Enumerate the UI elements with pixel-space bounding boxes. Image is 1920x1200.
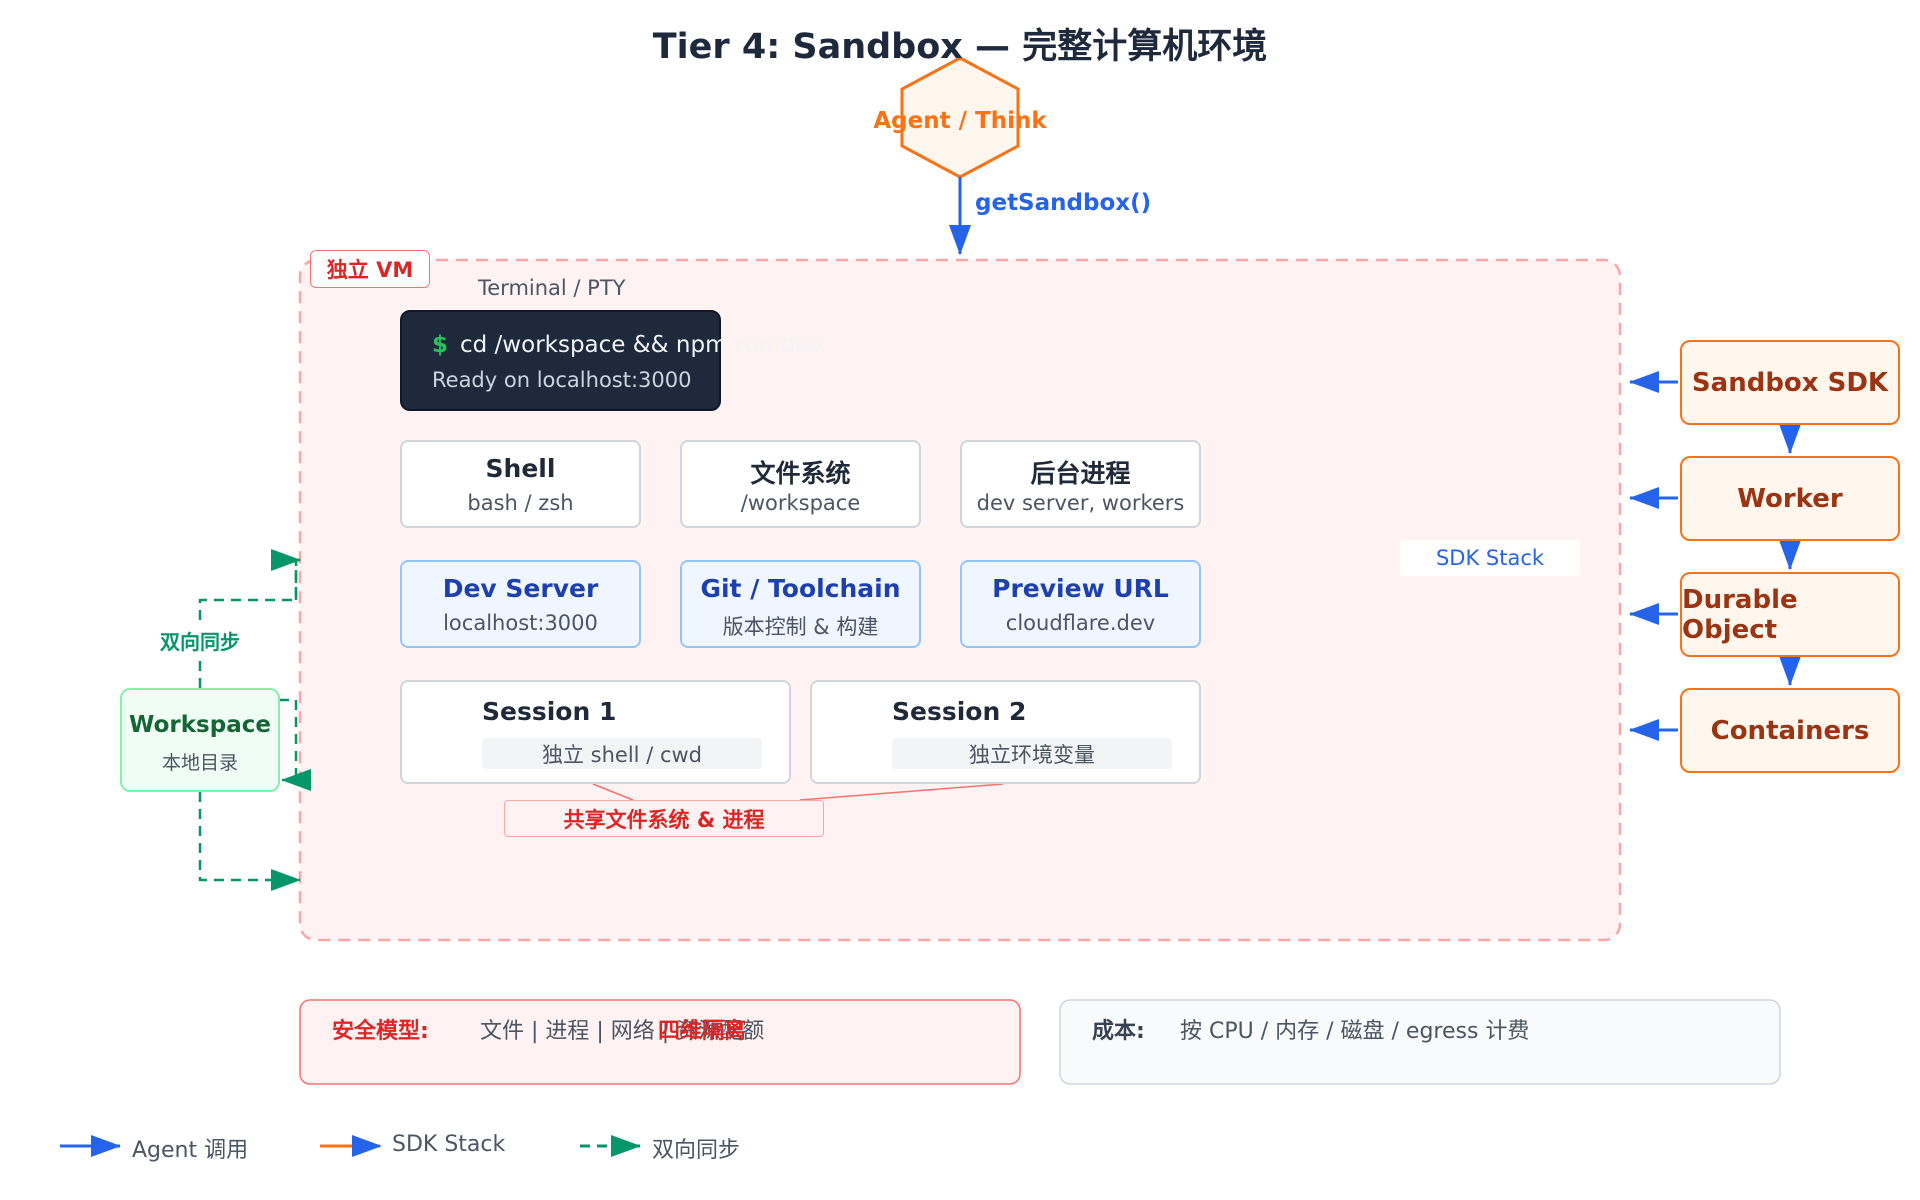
sync-path-upper-head xyxy=(271,549,301,600)
session-2-title: Session 2 xyxy=(892,697,1027,726)
legend-label-sync: 双向同步 xyxy=(652,1138,741,1163)
workspace-title: Workspace xyxy=(129,712,271,738)
card-git-toolchain-title: Git / Toolchain xyxy=(700,574,901,603)
sync-label: 双向同步 xyxy=(156,626,244,655)
card-shell[interactable]: Shell bash / zsh xyxy=(400,440,641,528)
shared-line-2 xyxy=(799,783,1004,801)
security-highlight: 四维隔离 xyxy=(658,1019,747,1044)
terminal-output: Ready on localhost:3000 xyxy=(432,368,692,392)
card-preview-url[interactable]: Preview URL cloudflare.dev xyxy=(960,560,1201,648)
terminal-prompt: $ xyxy=(432,332,449,358)
sdk-box-containers[interactable]: Containers xyxy=(1680,688,1900,773)
cost-label: 成本: xyxy=(1092,1019,1145,1044)
card-filesystem-title: 文件系统 xyxy=(750,459,851,488)
terminal-window[interactable]: $ cd /workspace && npm run dev Ready on … xyxy=(400,310,823,411)
card-filesystem[interactable]: 文件系统 /workspace xyxy=(680,440,921,528)
security-items: 文件 | 进程 | 网络 | 资源配额 xyxy=(480,1019,765,1044)
sync-path-right xyxy=(262,698,298,780)
card-background-process[interactable]: 后台进程 dev server, workers xyxy=(960,440,1201,528)
card-dev-server[interactable]: Dev Server localhost:3000 xyxy=(400,560,641,648)
session-2-detail: 独立环境变量 xyxy=(892,738,1172,769)
agent-label: Agent / Think xyxy=(873,108,1047,134)
terminal-command: cd /workspace && npm run dev xyxy=(460,332,824,358)
workspace-sub: 本地目录 xyxy=(161,752,239,774)
page-title: Tier 4: Sandbox — 完整计算机环境 xyxy=(652,27,1268,67)
sdk-box-durable-object[interactable]: Durable Object xyxy=(1680,572,1900,657)
sync-path-up xyxy=(198,560,298,688)
card-background-process-sub: dev server, workers xyxy=(976,491,1185,515)
sync-path-down xyxy=(198,792,301,891)
shared-fs-label: 共享文件系统 & 进程 xyxy=(504,800,824,837)
card-preview-url-sub: cloudflare.dev xyxy=(1005,611,1156,635)
get-sandbox-label: getSandbox() xyxy=(975,190,1152,216)
card-filesystem-sub: /workspace xyxy=(740,491,861,515)
shared-line-1 xyxy=(592,783,634,801)
terminal-caption: Terminal / PTY xyxy=(478,276,626,300)
workspace-box[interactable]: Workspace 本地目录 xyxy=(120,688,280,792)
cost-text: 按 CPU / 内存 / 磁盘 / egress 计费 xyxy=(1180,1019,1530,1044)
card-background-process-title: 后台进程 xyxy=(1030,459,1131,488)
security-label: 安全模型: xyxy=(332,1019,429,1044)
session-2[interactable]: Session 2 独立环境变量 xyxy=(810,680,1201,784)
card-shell-sub: bash / zsh xyxy=(467,491,574,515)
security-panel xyxy=(299,999,1021,1085)
legend-label-sdk: SDK Stack xyxy=(392,1132,506,1157)
legend-head-sdk xyxy=(352,1135,382,1157)
session-1-title: Session 1 xyxy=(482,697,617,726)
card-git-toolchain[interactable]: Git / Toolchain 版本控制 & 构建 xyxy=(680,560,921,648)
cost-panel xyxy=(1059,999,1781,1085)
sdk-box-sandbox-sdk[interactable]: Sandbox SDK xyxy=(1680,340,1900,425)
session-1-detail: 独立 shell / cwd xyxy=(482,738,762,769)
sdk-stack-label: SDK Stack xyxy=(1400,540,1580,576)
session-1[interactable]: Session 1 独立 shell / cwd xyxy=(400,680,791,784)
card-dev-server-sub: localhost:3000 xyxy=(443,611,598,635)
card-preview-url-title: Preview URL xyxy=(992,574,1169,603)
card-shell-title: Shell xyxy=(485,454,556,483)
sdk-box-worker[interactable]: Worker xyxy=(1680,456,1900,541)
card-dev-server-title: Dev Server xyxy=(442,574,599,603)
card-git-toolchain-sub: 版本控制 & 构建 xyxy=(722,615,879,639)
vm-label: 独立 VM xyxy=(310,250,430,288)
legend-label-agent: Agent 调用 xyxy=(132,1138,249,1163)
